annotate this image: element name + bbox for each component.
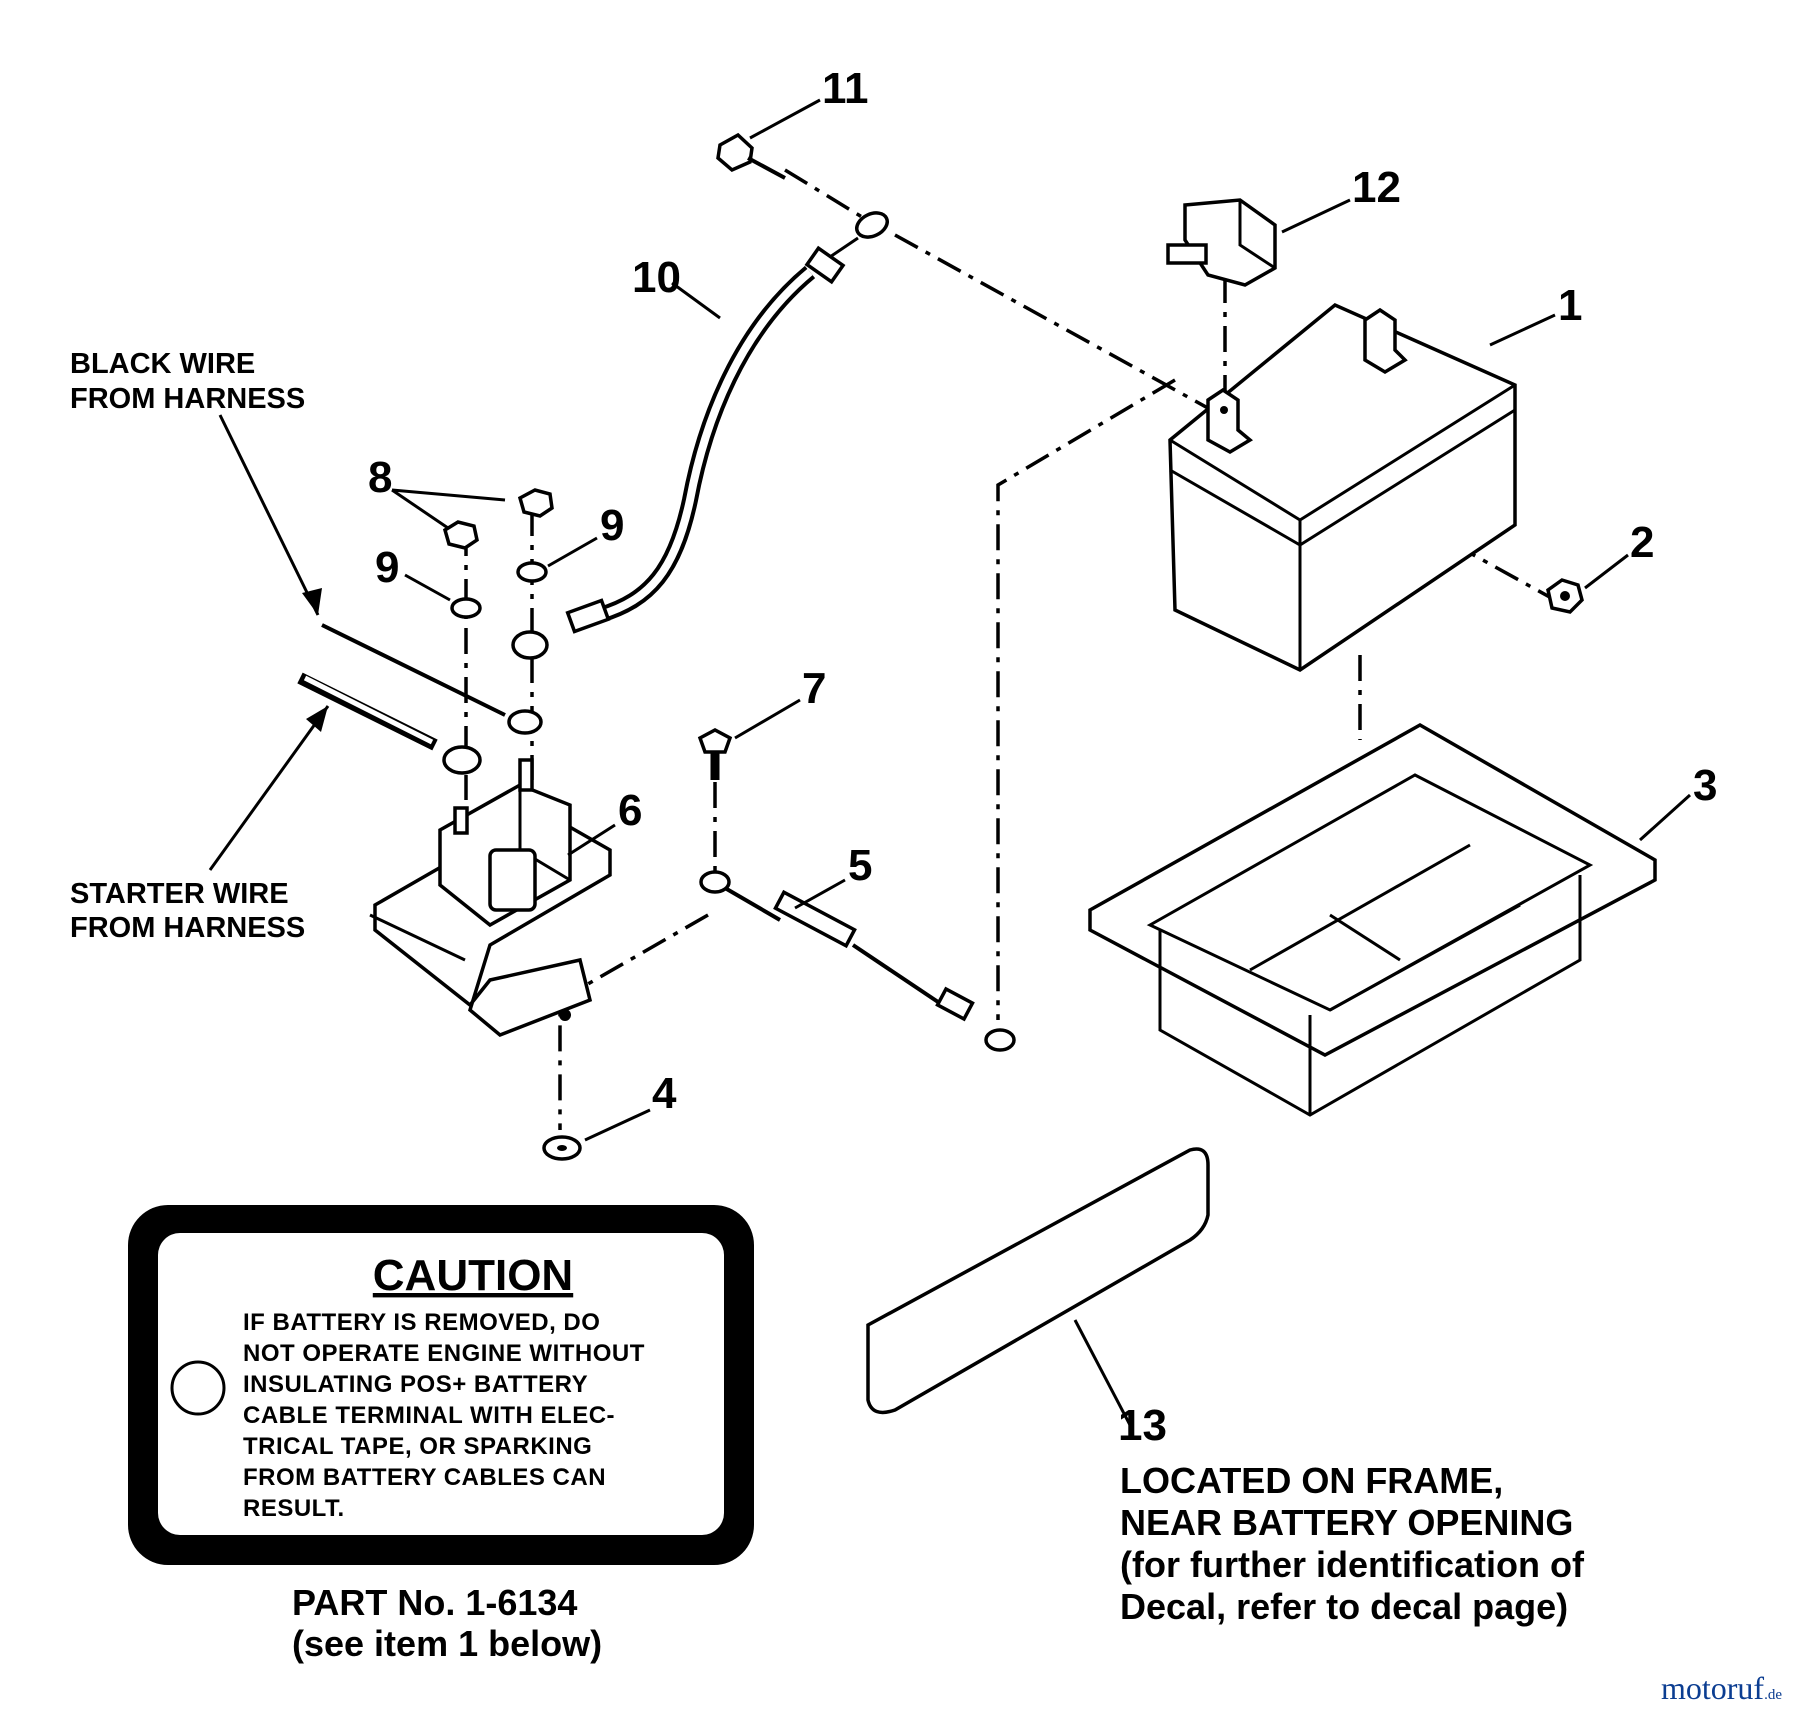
- battery-tray-part-3: [1088, 722, 1657, 1117]
- nut-part-8-left: [442, 520, 479, 550]
- location-line-3: (for further identification of: [1120, 1544, 1585, 1585]
- caution-line-2: NOT OPERATE ENGINE WITHOUT: [243, 1340, 645, 1367]
- callout-8: 8: [368, 453, 392, 502]
- caution-line-1: IF BATTERY IS REMOVED, DO: [243, 1309, 600, 1336]
- callout-1: 1: [1558, 281, 1582, 330]
- caution-title: CAUTION: [373, 1251, 573, 1300]
- location-line-4: Decal, refer to decal page): [1120, 1586, 1568, 1627]
- screw-part-7: [697, 728, 733, 780]
- starter-wire-note-line-1: STARTER WIRE: [70, 878, 289, 910]
- callout-4: 4: [652, 1069, 677, 1118]
- part-reference: (see item 1 below): [292, 1623, 602, 1664]
- location-line-1: LOCATED ON FRAME,: [1120, 1460, 1503, 1501]
- terminal-boot-part-12: [1166, 198, 1277, 287]
- callout-11: 11: [822, 64, 869, 113]
- bolt-part-11: [716, 132, 786, 180]
- decal-hole-icon: [170, 1360, 226, 1416]
- ground-cable-part-10: [511, 211, 889, 660]
- battery-part-1: [1168, 302, 1517, 673]
- callout-9-right: 9: [600, 501, 624, 550]
- location-line-2: NEAR BATTERY OPENING: [1120, 1502, 1573, 1543]
- callout-12: 12: [1352, 163, 1401, 212]
- nuts-and-washers: [442, 488, 554, 619]
- callout-5: 5: [848, 841, 872, 890]
- caution-line-7: RESULT.: [243, 1495, 345, 1522]
- callout-6: 6: [618, 786, 642, 835]
- washer-part-9-left: [450, 597, 482, 619]
- black-wire-note-line-1: BLACK WIRE: [70, 348, 255, 380]
- callout-numbers: 1 2 3 4 5 6 7 8 9 9 10 11 12 13: [368, 64, 1717, 1450]
- callout-10: 10: [632, 253, 681, 302]
- leader-lines: [208, 98, 1692, 1426]
- cable-part-5: [699, 870, 1016, 1052]
- harness-wires: [297, 623, 543, 775]
- nut-part-8-right: [517, 488, 554, 518]
- decal-part-13: [866, 1147, 1210, 1415]
- callout-13: 13: [1118, 1401, 1167, 1450]
- part-number: PART No. 1-6134: [292, 1582, 577, 1623]
- caution-line-3: INSULATING POS+ BATTERY: [243, 1371, 588, 1398]
- caution-line-6: FROM BATTERY CABLES CAN: [243, 1464, 606, 1491]
- washer-part-4: [542, 1135, 582, 1161]
- washer-part-9-right: [516, 561, 548, 583]
- watermark-brand: motoruf: [1660, 1670, 1765, 1706]
- starter-wire-note-line-2: FROM HARNESS: [70, 912, 305, 944]
- callout-2: 2: [1630, 518, 1654, 567]
- wire-notes: BLACK WIRE FROM HARNESS STARTER WIRE FRO…: [70, 348, 305, 944]
- callout-9-left: 9: [375, 543, 399, 592]
- watermark-logo: motoruf.de: [1661, 1670, 1782, 1707]
- caution-line-4: CABLE TERMINAL WITH ELEC-: [243, 1402, 615, 1429]
- solenoid-part-6: [369, 758, 612, 1038]
- location-note: LOCATED ON FRAME, NEAR BATTERY OPENING (…: [1120, 1460, 1585, 1627]
- caution-decal: CAUTION IF BATTERY IS REMOVED, DO NOT OP…: [128, 1205, 754, 1565]
- callout-7: 7: [802, 664, 826, 713]
- caution-line-5: TRICAL TAPE, OR SPARKING: [243, 1433, 592, 1460]
- watermark-suffix: .de: [1764, 1687, 1782, 1703]
- callout-3: 3: [1693, 761, 1717, 810]
- nut-part-2: [1546, 578, 1584, 614]
- black-wire-note-line-2: FROM HARNESS: [70, 383, 305, 415]
